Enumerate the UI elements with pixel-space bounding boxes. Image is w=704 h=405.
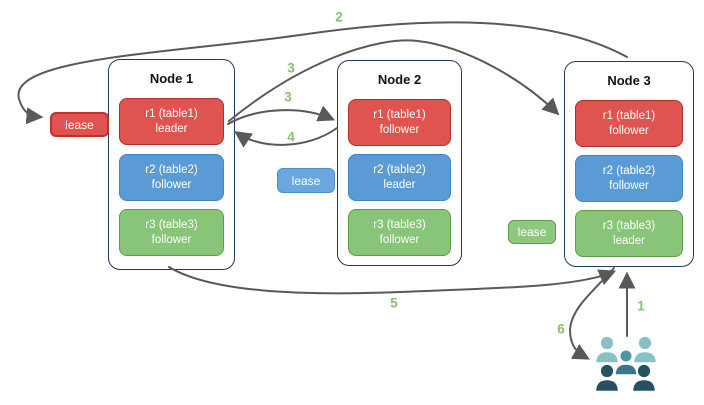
replica-name: r3 (table3) bbox=[602, 219, 656, 232]
node1-replica-r2: r2 (table2) follower bbox=[119, 154, 224, 201]
replica-name: r1 (table1) bbox=[145, 107, 198, 120]
step-label-6: 6 bbox=[557, 321, 565, 337]
node-1-box: Node 1 r1 (table1) leader r2 (table2) fo… bbox=[108, 59, 235, 270]
node2-replica-r1: r1 (table1) follower bbox=[348, 99, 451, 146]
lease-tag-blue: lease bbox=[277, 168, 335, 193]
node-3-box: Node 3 r1 (table1) follower r2 (table2) … bbox=[564, 61, 694, 267]
node3-replica-r3: r3 (table3) leader bbox=[575, 210, 683, 257]
replica-name: r2 (table2) bbox=[145, 163, 198, 176]
replica-role: follower bbox=[379, 233, 420, 246]
node1-replica-r3: r3 (table3) follower bbox=[119, 209, 224, 256]
lease-label: lease bbox=[291, 173, 321, 188]
arrow-6-node3-to-users bbox=[568, 267, 615, 360]
replica-name: r2 (table2) bbox=[602, 164, 656, 177]
replica-name: r3 (table3) bbox=[373, 218, 426, 231]
step-label-1: 1 bbox=[637, 298, 645, 314]
replica-role: follower bbox=[151, 178, 192, 191]
step-label-3b: 3 bbox=[284, 89, 292, 105]
step-label-3a: 3 bbox=[287, 60, 295, 76]
replica-role: leader bbox=[155, 122, 188, 135]
replica-role: leader bbox=[383, 178, 416, 191]
node-2-title: Node 2 bbox=[377, 72, 422, 87]
replica-role: follower bbox=[379, 123, 420, 136]
lease-label: lease bbox=[65, 117, 94, 132]
arrow-5-node1-to-node3 bbox=[168, 266, 617, 295]
node2-replica-r3: r3 (table3) follower bbox=[348, 209, 451, 256]
replica-role: follower bbox=[609, 179, 649, 192]
replica-name: r2 (table2) bbox=[373, 163, 426, 176]
replica-role: leader bbox=[613, 234, 645, 247]
replica-role: follower bbox=[151, 233, 192, 246]
users-icon bbox=[594, 335, 658, 393]
step-label-4: 4 bbox=[287, 129, 295, 145]
node1-replica-r1: r1 (table1) leader bbox=[119, 98, 224, 145]
node-2-box: Node 2 r1 (table1) follower r2 (table2) … bbox=[337, 60, 462, 266]
replica-name: r1 (table1) bbox=[373, 108, 426, 121]
replica-role: follower bbox=[609, 124, 649, 137]
lease-tag-green: lease bbox=[508, 220, 556, 244]
arrow-3-leader-to-node2 bbox=[227, 105, 336, 125]
step-label-2: 2 bbox=[335, 9, 343, 25]
lease-label: lease bbox=[517, 225, 547, 239]
node2-replica-r2: r2 (table2) leader bbox=[348, 154, 451, 201]
replica-name: r3 (table3) bbox=[145, 218, 198, 231]
node3-replica-r1: r1 (table1) follower bbox=[575, 100, 683, 147]
lease-tag-red: lease bbox=[50, 112, 109, 137]
node-3-title: Node 3 bbox=[607, 73, 651, 88]
step-label-5: 5 bbox=[390, 295, 398, 311]
node3-replica-r2: r2 (table2) follower bbox=[575, 155, 683, 202]
replica-name: r1 (table1) bbox=[602, 109, 656, 122]
node-1-title: Node 1 bbox=[149, 71, 194, 86]
